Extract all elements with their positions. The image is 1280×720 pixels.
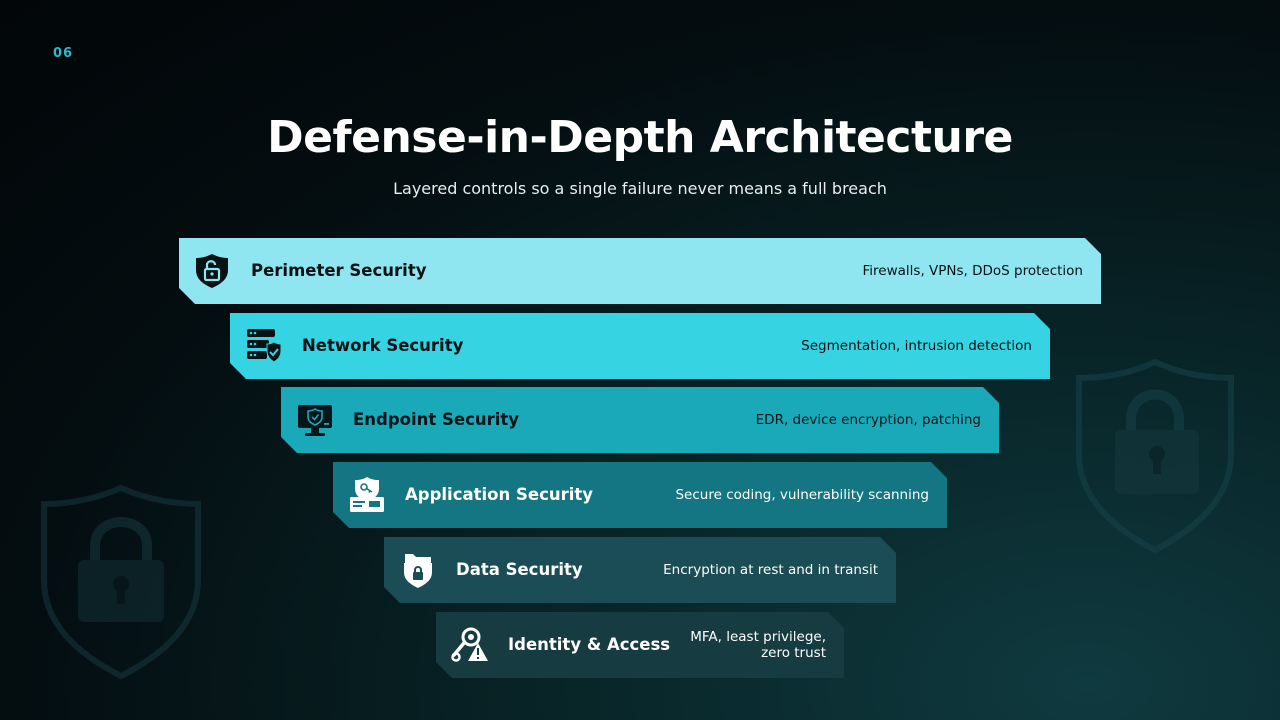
page-subtitle: Layered controls so a single failure nev…	[393, 179, 887, 198]
layer-endpoint-security: Endpoint Security EDR, device encryption…	[281, 387, 999, 453]
layer-description: MFA, least privilege, zero trust	[690, 629, 826, 661]
layer-name: Perimeter Security	[251, 261, 427, 280]
slide-number: 06	[53, 46, 74, 61]
layer-name: Identity & Access	[508, 635, 671, 654]
layer-description: EDR, device encryption, patching	[755, 412, 981, 428]
background-shield-lock-icon	[1076, 358, 1234, 554]
layer-description: Secure coding, vulnerability scanning	[675, 487, 929, 503]
key-search-warning-icon	[450, 625, 490, 665]
layer-identity-access: Identity & Access MFA, least privilege, …	[436, 612, 844, 678]
app-window-shield-icon	[347, 475, 387, 515]
layer-name: Network Security	[302, 336, 464, 355]
monitor-shield-icon	[295, 400, 335, 440]
layer-name: Application Security	[405, 485, 594, 504]
page-title: Defense-in-Depth Architecture	[267, 112, 1013, 163]
layer-data-security: Data Security Encryption at rest and in …	[384, 537, 896, 603]
layer-description: Segmentation, intrusion detection	[801, 338, 1032, 354]
shield-lock-icon	[193, 251, 233, 291]
layer-description: Firewalls, VPNs, DDoS protection	[862, 263, 1083, 279]
layer-name: Endpoint Security	[353, 410, 520, 429]
layer-description: Encryption at rest and in transit	[663, 562, 878, 578]
background-shield-lock-icon	[41, 484, 201, 680]
layer-network-security: Network Security Segmentation, intrusion…	[230, 313, 1050, 379]
layer-perimeter-security: Perimeter Security Firewalls, VPNs, DDoS…	[179, 238, 1101, 304]
layer-name: Data Security	[456, 560, 583, 579]
layer-application-security: Application Security Secure coding, vuln…	[333, 462, 947, 528]
server-shield-icon	[244, 326, 284, 366]
folder-shield-icon	[398, 550, 438, 590]
